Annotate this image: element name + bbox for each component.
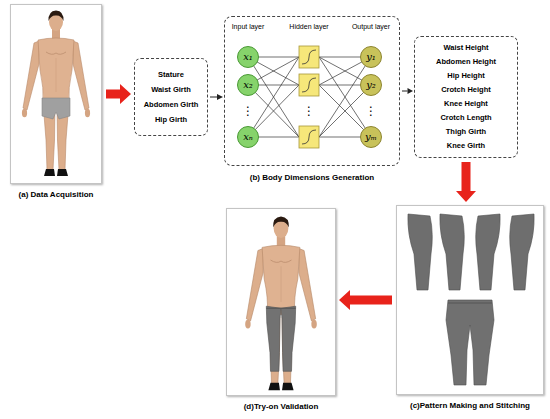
dimension-name: Thigh Girth [446, 125, 486, 139]
neuron-circle: yₘ [360, 126, 382, 148]
variable-name: y₂ [366, 79, 376, 91]
ellipsis-mark: ⋮ [303, 104, 315, 118]
neuron-circle: xₙ [237, 126, 259, 148]
pattern-pieces [408, 214, 534, 290]
flow-arrow [106, 84, 131, 104]
dimension-name: Knee Height [444, 97, 488, 111]
dimension-box: Waist HeightAbdomen HeightHip HeightCrot… [414, 36, 518, 158]
variable-name: y₁ [366, 51, 376, 63]
flow-arrow [339, 290, 392, 310]
figure-frame: (d)Try-on Validation [226, 208, 336, 396]
activation-curve [302, 50, 316, 64]
pattern-piece [408, 214, 432, 290]
variable-name: xₙ [243, 131, 253, 143]
network-box: Input layerHidden layerOutput layer(b) B… [224, 16, 400, 166]
ellipsis-mark: ⋮ [242, 104, 254, 118]
activation-curve [302, 130, 316, 144]
dimension-box: StatureWaist GirthAbdomen GirthHip Girth [134, 58, 208, 136]
pattern-piece [476, 214, 500, 290]
dimension-name: Waist Girth [151, 82, 191, 97]
dimension-name: Crotch Length [440, 111, 491, 125]
human-body [22, 11, 90, 177]
data-arrow [210, 94, 223, 100]
activation-curve [302, 78, 316, 92]
neuron-circle: x₁ [237, 46, 259, 68]
variable-name: x₂ [243, 79, 253, 91]
dimension-name: Hip Height [447, 69, 485, 83]
network-links [248, 57, 371, 137]
hidden-neuron [299, 46, 319, 68]
hidden-neurons [299, 46, 319, 148]
figure-caption: (d)Try-on Validation [244, 402, 319, 412]
figure-frame: (a) Data Acquisition [10, 4, 102, 184]
hidden-neuron [299, 126, 319, 148]
figure-try-on [245, 216, 317, 390]
layer-label: Input layer [232, 22, 265, 31]
dimension-name: Abdomen Girth [144, 97, 199, 112]
dimension-name: Stature [158, 67, 184, 82]
dimension-name: Knee Girth [447, 139, 485, 153]
layer-label: Output layer [352, 22, 390, 31]
stitched-pants [446, 300, 494, 385]
hidden-neuron [299, 74, 319, 96]
neuron-circle: x₂ [237, 74, 259, 96]
variable-name: x₁ [243, 51, 253, 63]
figure-caption: (c)Pattern Making and Stitching [410, 401, 530, 411]
neuron-circle: y₂ [360, 74, 382, 96]
dimension-name: Abdomen Height [436, 55, 496, 69]
dimension-name: Crotch Height [441, 83, 491, 97]
figure-frame: (c)Pattern Making and Stitching [396, 205, 544, 395]
shorts [42, 98, 70, 119]
neuron-circle: y₁ [360, 46, 382, 68]
figure-caption: (b) Body Dimensions Generation [250, 173, 374, 183]
pants [266, 306, 295, 371]
dimension-name: Waist Height [443, 41, 488, 55]
data-arrow [402, 88, 413, 94]
figure-data-acquisition [22, 11, 90, 177]
human-body [245, 216, 317, 390]
pants [446, 300, 494, 385]
dimension-name: Hip Girth [155, 112, 187, 127]
pattern-piece [440, 214, 464, 290]
ellipsis-mark: ⋮ [365, 104, 377, 118]
variable-name: yₘ [365, 131, 377, 143]
pattern-piece [510, 214, 534, 290]
figure-caption: (a) Data Acquisition [19, 190, 94, 200]
layer-label: Hidden layer [289, 22, 328, 31]
waistband [448, 303, 492, 304]
flow-arrow [456, 162, 476, 202]
